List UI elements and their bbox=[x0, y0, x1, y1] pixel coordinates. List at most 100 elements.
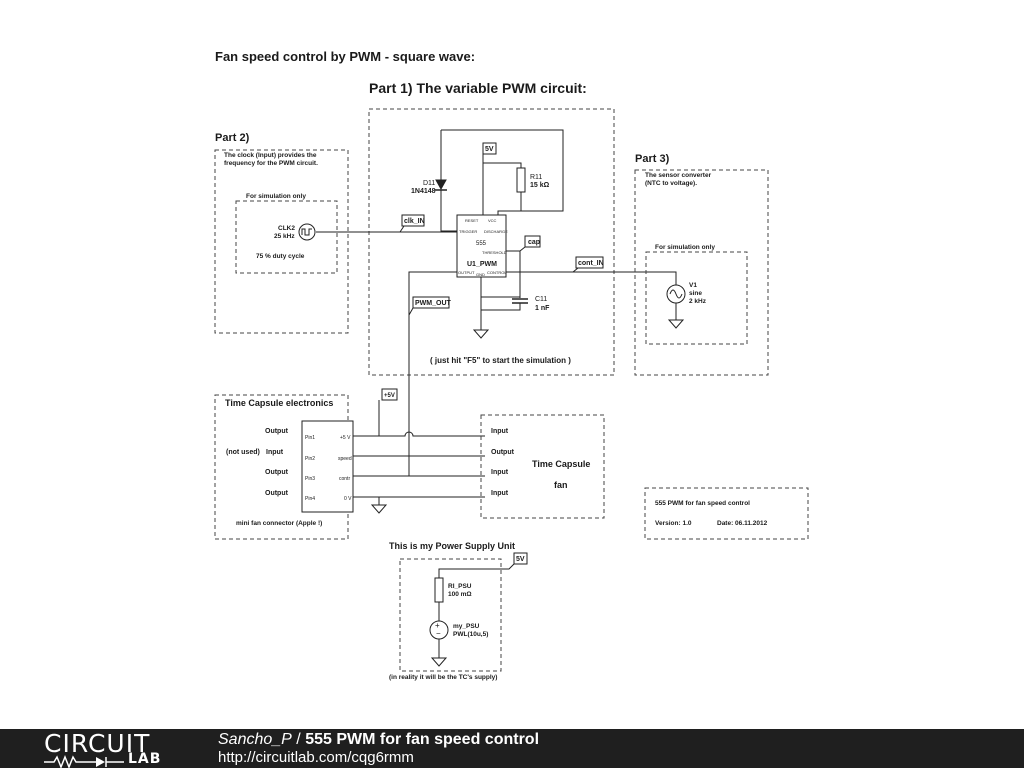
ground-symbol bbox=[667, 319, 685, 329]
c11-name: C11 bbox=[535, 296, 547, 303]
pwm-out-wire bbox=[408, 271, 457, 476]
svg-text:(NTC to voltage).: (NTC to voltage). bbox=[645, 180, 697, 187]
part3-group: Part 3) The sensor converter (NTC to vol… bbox=[634, 153, 769, 376]
svg-text:Input: Input bbox=[266, 449, 284, 456]
part2-sim-box bbox=[235, 200, 338, 274]
svg-text:Pin4: Pin4 bbox=[305, 496, 315, 502]
info-version: Version: 1.0 bbox=[655, 520, 692, 527]
circuitlab-logo[interactable]: CIRCUIT LAB bbox=[44, 729, 174, 769]
psu-title: This is my Power Supply Unit bbox=[389, 541, 515, 551]
circuit-title: 555 PWM for fan speed control bbox=[305, 731, 540, 748]
dc-source-my-psu: + − bbox=[429, 620, 449, 640]
svg-text:25 kHz: 25 kHz bbox=[274, 233, 295, 240]
ground-symbol bbox=[472, 329, 490, 339]
svg-text:100 mΩ: 100 mΩ bbox=[448, 591, 472, 598]
svg-text:Input: Input bbox=[491, 469, 509, 476]
svg-text:(not used): (not used) bbox=[226, 449, 260, 456]
svg-text:RI_PSU: RI_PSU bbox=[448, 583, 472, 590]
ground-symbol bbox=[370, 504, 388, 514]
svg-text:PWL(10u,5): PWL(10u,5) bbox=[453, 631, 488, 638]
logo-lab-text: LAB bbox=[128, 751, 162, 767]
svg-text:cont_IN: cont_IN bbox=[578, 260, 604, 267]
svg-text:2 kHz: 2 kHz bbox=[689, 298, 707, 305]
diode-d11 bbox=[435, 179, 447, 191]
psu-note: (in reality it will be the TC's supply) bbox=[389, 674, 497, 681]
svg-text:Output: Output bbox=[265, 428, 289, 435]
svg-text:THRESHOLD: THRESHOLD bbox=[482, 250, 507, 255]
svg-text:Output: Output bbox=[265, 469, 289, 476]
r11-value: 15 kΩ bbox=[530, 182, 550, 189]
svg-text:+5V: +5V bbox=[384, 393, 395, 399]
c11-value: 1 nF bbox=[535, 305, 550, 312]
footer-bar: CIRCUIT LAB Sancho_P / 555 PWM for fan s… bbox=[0, 729, 1024, 769]
footer-title: Sancho_P / 555 PWM for fan speed control bbox=[218, 730, 539, 749]
svg-text:sine: sine bbox=[689, 290, 702, 297]
simulation-hint: ( just hit "F5" to start the simulation … bbox=[430, 356, 571, 365]
d11-value: 1N4148 bbox=[411, 188, 436, 195]
clk-in-tag bbox=[401, 214, 425, 227]
time-capsule-fan: Input Output Input Input Time Capsule fa… bbox=[480, 414, 605, 519]
svg-text:cap: cap bbox=[528, 239, 540, 246]
resistor-r11 bbox=[516, 167, 526, 193]
fan-wires bbox=[353, 400, 485, 514]
vcc-5v-tag bbox=[482, 142, 497, 155]
svg-text:VCC: VCC bbox=[488, 218, 497, 223]
ground-symbol bbox=[430, 657, 448, 667]
svg-text:Input: Input bbox=[491, 428, 509, 435]
svg-text:The clock (Input) provides the: The clock (Input) provides the bbox=[224, 152, 317, 159]
logo-circuit-text: CIRCUIT bbox=[44, 729, 151, 758]
svg-text:clk_IN: clk_IN bbox=[404, 218, 425, 225]
svg-text:Output: Output bbox=[265, 490, 289, 497]
cont-in-tag bbox=[575, 256, 604, 269]
page-heading: Fan speed control by PWM - square wave: bbox=[215, 49, 475, 64]
resistor-ri-psu bbox=[434, 577, 444, 603]
chip-model: 555 bbox=[476, 241, 487, 247]
part3-box bbox=[634, 169, 769, 376]
psu-5v-tag bbox=[513, 552, 528, 565]
circuit-url-link[interactable]: http://circuitlab.com/cqg6rmm bbox=[218, 749, 414, 766]
sine-source-v1 bbox=[666, 284, 686, 304]
svg-text:PWM_OUT: PWM_OUT bbox=[415, 300, 452, 307]
author-link[interactable]: Sancho_P bbox=[218, 731, 292, 748]
part2-title: Part 2) bbox=[215, 132, 250, 144]
svg-text:CONTROL: CONTROL bbox=[487, 270, 507, 275]
svg-text:Pin1: Pin1 bbox=[305, 435, 315, 441]
plus5v-tag bbox=[381, 388, 398, 401]
svg-text:contr: contr bbox=[339, 476, 350, 482]
svg-text:5V: 5V bbox=[516, 556, 525, 563]
connector-note: mini fan connector (Apple !) bbox=[236, 520, 322, 527]
svg-text:5V: 5V bbox=[485, 146, 494, 153]
d11-name: D11 bbox=[423, 180, 435, 187]
part3-title: Part 3) bbox=[635, 153, 670, 165]
svg-text:Pin3: Pin3 bbox=[305, 476, 315, 482]
part1-title: Part 1) The variable PWM circuit: bbox=[369, 80, 587, 96]
fan-title: Time Capsule bbox=[532, 459, 590, 469]
part3-sim-box bbox=[645, 251, 748, 345]
part2-group: Part 2) The clock (Input) provides the f… bbox=[214, 132, 349, 334]
svg-text:Input: Input bbox=[491, 490, 509, 497]
time-capsule-electronics: Time Capsule electronics Pin1 Pin2 Pin3 … bbox=[214, 388, 398, 540]
svg-text:+5 V: +5 V bbox=[340, 435, 351, 441]
svg-text:TRIGGER: TRIGGER bbox=[459, 229, 477, 234]
r11-name: R11 bbox=[530, 174, 542, 181]
svg-text:my_PSU: my_PSU bbox=[453, 623, 480, 630]
fan-connector bbox=[301, 420, 354, 513]
fan-subtitle: fan bbox=[554, 480, 568, 490]
svg-text:frequency for the PWM circuit.: frequency for the PWM circuit. bbox=[224, 160, 318, 167]
part1-box bbox=[368, 108, 615, 376]
chip-name: U1_PWM bbox=[467, 261, 497, 268]
svg-text:RESET: RESET bbox=[465, 218, 479, 223]
info-box: 555 PWM for fan speed control Version: 1… bbox=[644, 487, 809, 540]
clock-source-clk2 bbox=[298, 223, 316, 241]
svg-text:GND: GND bbox=[476, 272, 485, 277]
svg-text:Output: Output bbox=[491, 449, 515, 456]
svg-text:75 % duty cycle: 75 % duty cycle bbox=[256, 253, 305, 260]
svg-text:−: − bbox=[436, 629, 441, 638]
chip-555 bbox=[456, 214, 507, 278]
power-supply-unit: This is my Power Supply Unit 5V + − RI_P… bbox=[389, 541, 528, 681]
svg-text:DISCHARGE: DISCHARGE bbox=[484, 229, 508, 234]
svg-text:OUTPUT: OUTPUT bbox=[458, 270, 475, 275]
svg-text:speed: speed bbox=[338, 456, 352, 462]
svg-text:For simulation only: For simulation only bbox=[246, 193, 306, 200]
svg-text:+: + bbox=[435, 621, 440, 630]
